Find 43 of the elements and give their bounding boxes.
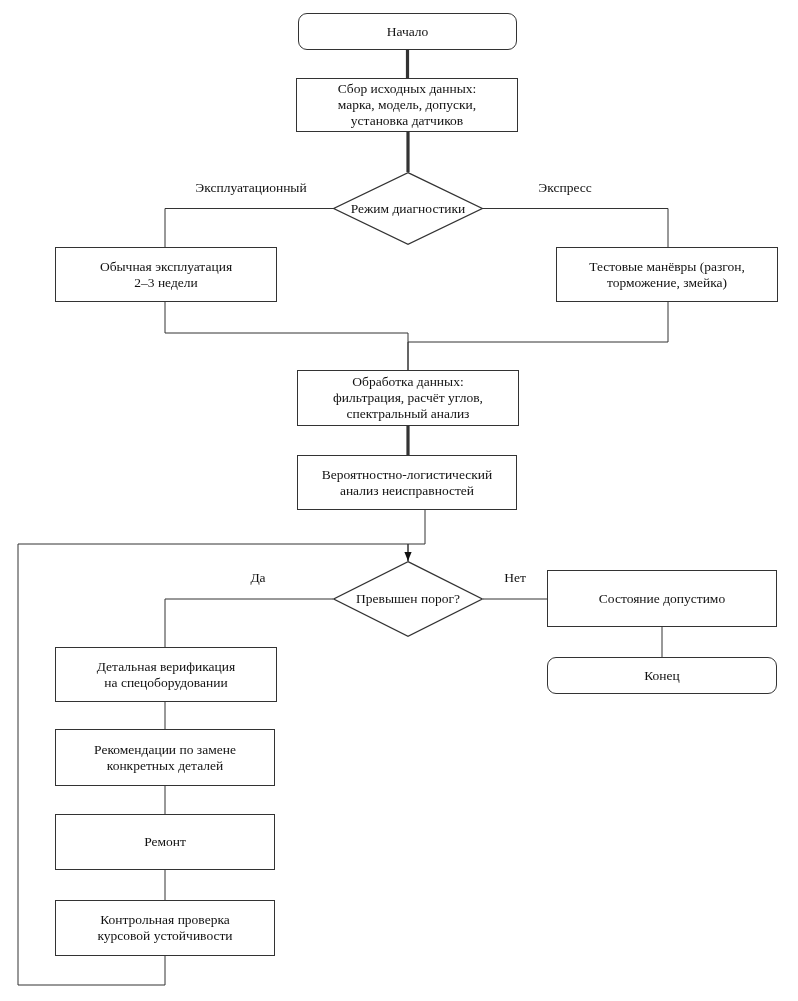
process-box bbox=[296, 78, 518, 132]
decision-diamond bbox=[333, 561, 483, 637]
step-text: Детальная верификация на спецоборудовании bbox=[95, 658, 237, 691]
connector-line bbox=[406, 426, 410, 455]
connector-line bbox=[405, 50, 410, 78]
connector-line bbox=[482, 208, 669, 248]
terminal-box bbox=[547, 657, 777, 694]
arrow bbox=[17, 543, 412, 986]
step-text: Вероятностно-логистический анализ неисправностей bbox=[320, 466, 494, 499]
step-text: Обработка данных: фильтрация, расчёт углов, спектральный анализ bbox=[332, 374, 484, 422]
step-text: Рекомендации по замене конкретных деталей bbox=[93, 741, 237, 774]
process-box bbox=[55, 647, 277, 702]
connector-line bbox=[164, 208, 334, 248]
terminal-text: Конец bbox=[643, 667, 681, 684]
step-text: Контрольная проверка курсовой устойчивости bbox=[96, 912, 234, 944]
step-text: Сбор исходных данных: марка, модель, допуски, установка датчиков bbox=[336, 81, 478, 129]
decision-text: Превышен порог? bbox=[355, 591, 461, 607]
process-box bbox=[297, 455, 517, 510]
connector-line bbox=[164, 785, 166, 815]
process-box bbox=[55, 900, 275, 956]
step-text: Ремонт bbox=[143, 834, 187, 850]
connector-line bbox=[407, 301, 669, 371]
process-box bbox=[556, 247, 778, 302]
connector-line bbox=[164, 598, 334, 648]
decision-text: Режим диагностики bbox=[349, 200, 467, 217]
step-text: Тестовые манёвры (разгон, торможение, змейка) bbox=[588, 258, 746, 291]
process-box bbox=[55, 729, 275, 786]
process-box bbox=[547, 570, 777, 627]
terminal-box bbox=[298, 13, 517, 50]
connector-line bbox=[482, 598, 548, 600]
process-box bbox=[55, 247, 277, 302]
connector-line bbox=[406, 132, 410, 172]
step-text: Состояние допустимо bbox=[597, 590, 727, 607]
connector-line bbox=[407, 509, 426, 562]
decision-diamond bbox=[333, 172, 483, 245]
connector-line bbox=[164, 869, 166, 901]
edge-label: Эксплуатационный bbox=[193, 180, 309, 196]
process-box bbox=[55, 814, 275, 870]
process-box bbox=[297, 370, 519, 426]
connector-line bbox=[661, 626, 663, 658]
step-text: Обычная эксплуатация 2–3 недели bbox=[98, 258, 234, 291]
terminal-text: Начало bbox=[385, 23, 430, 40]
connector-line bbox=[164, 701, 166, 730]
